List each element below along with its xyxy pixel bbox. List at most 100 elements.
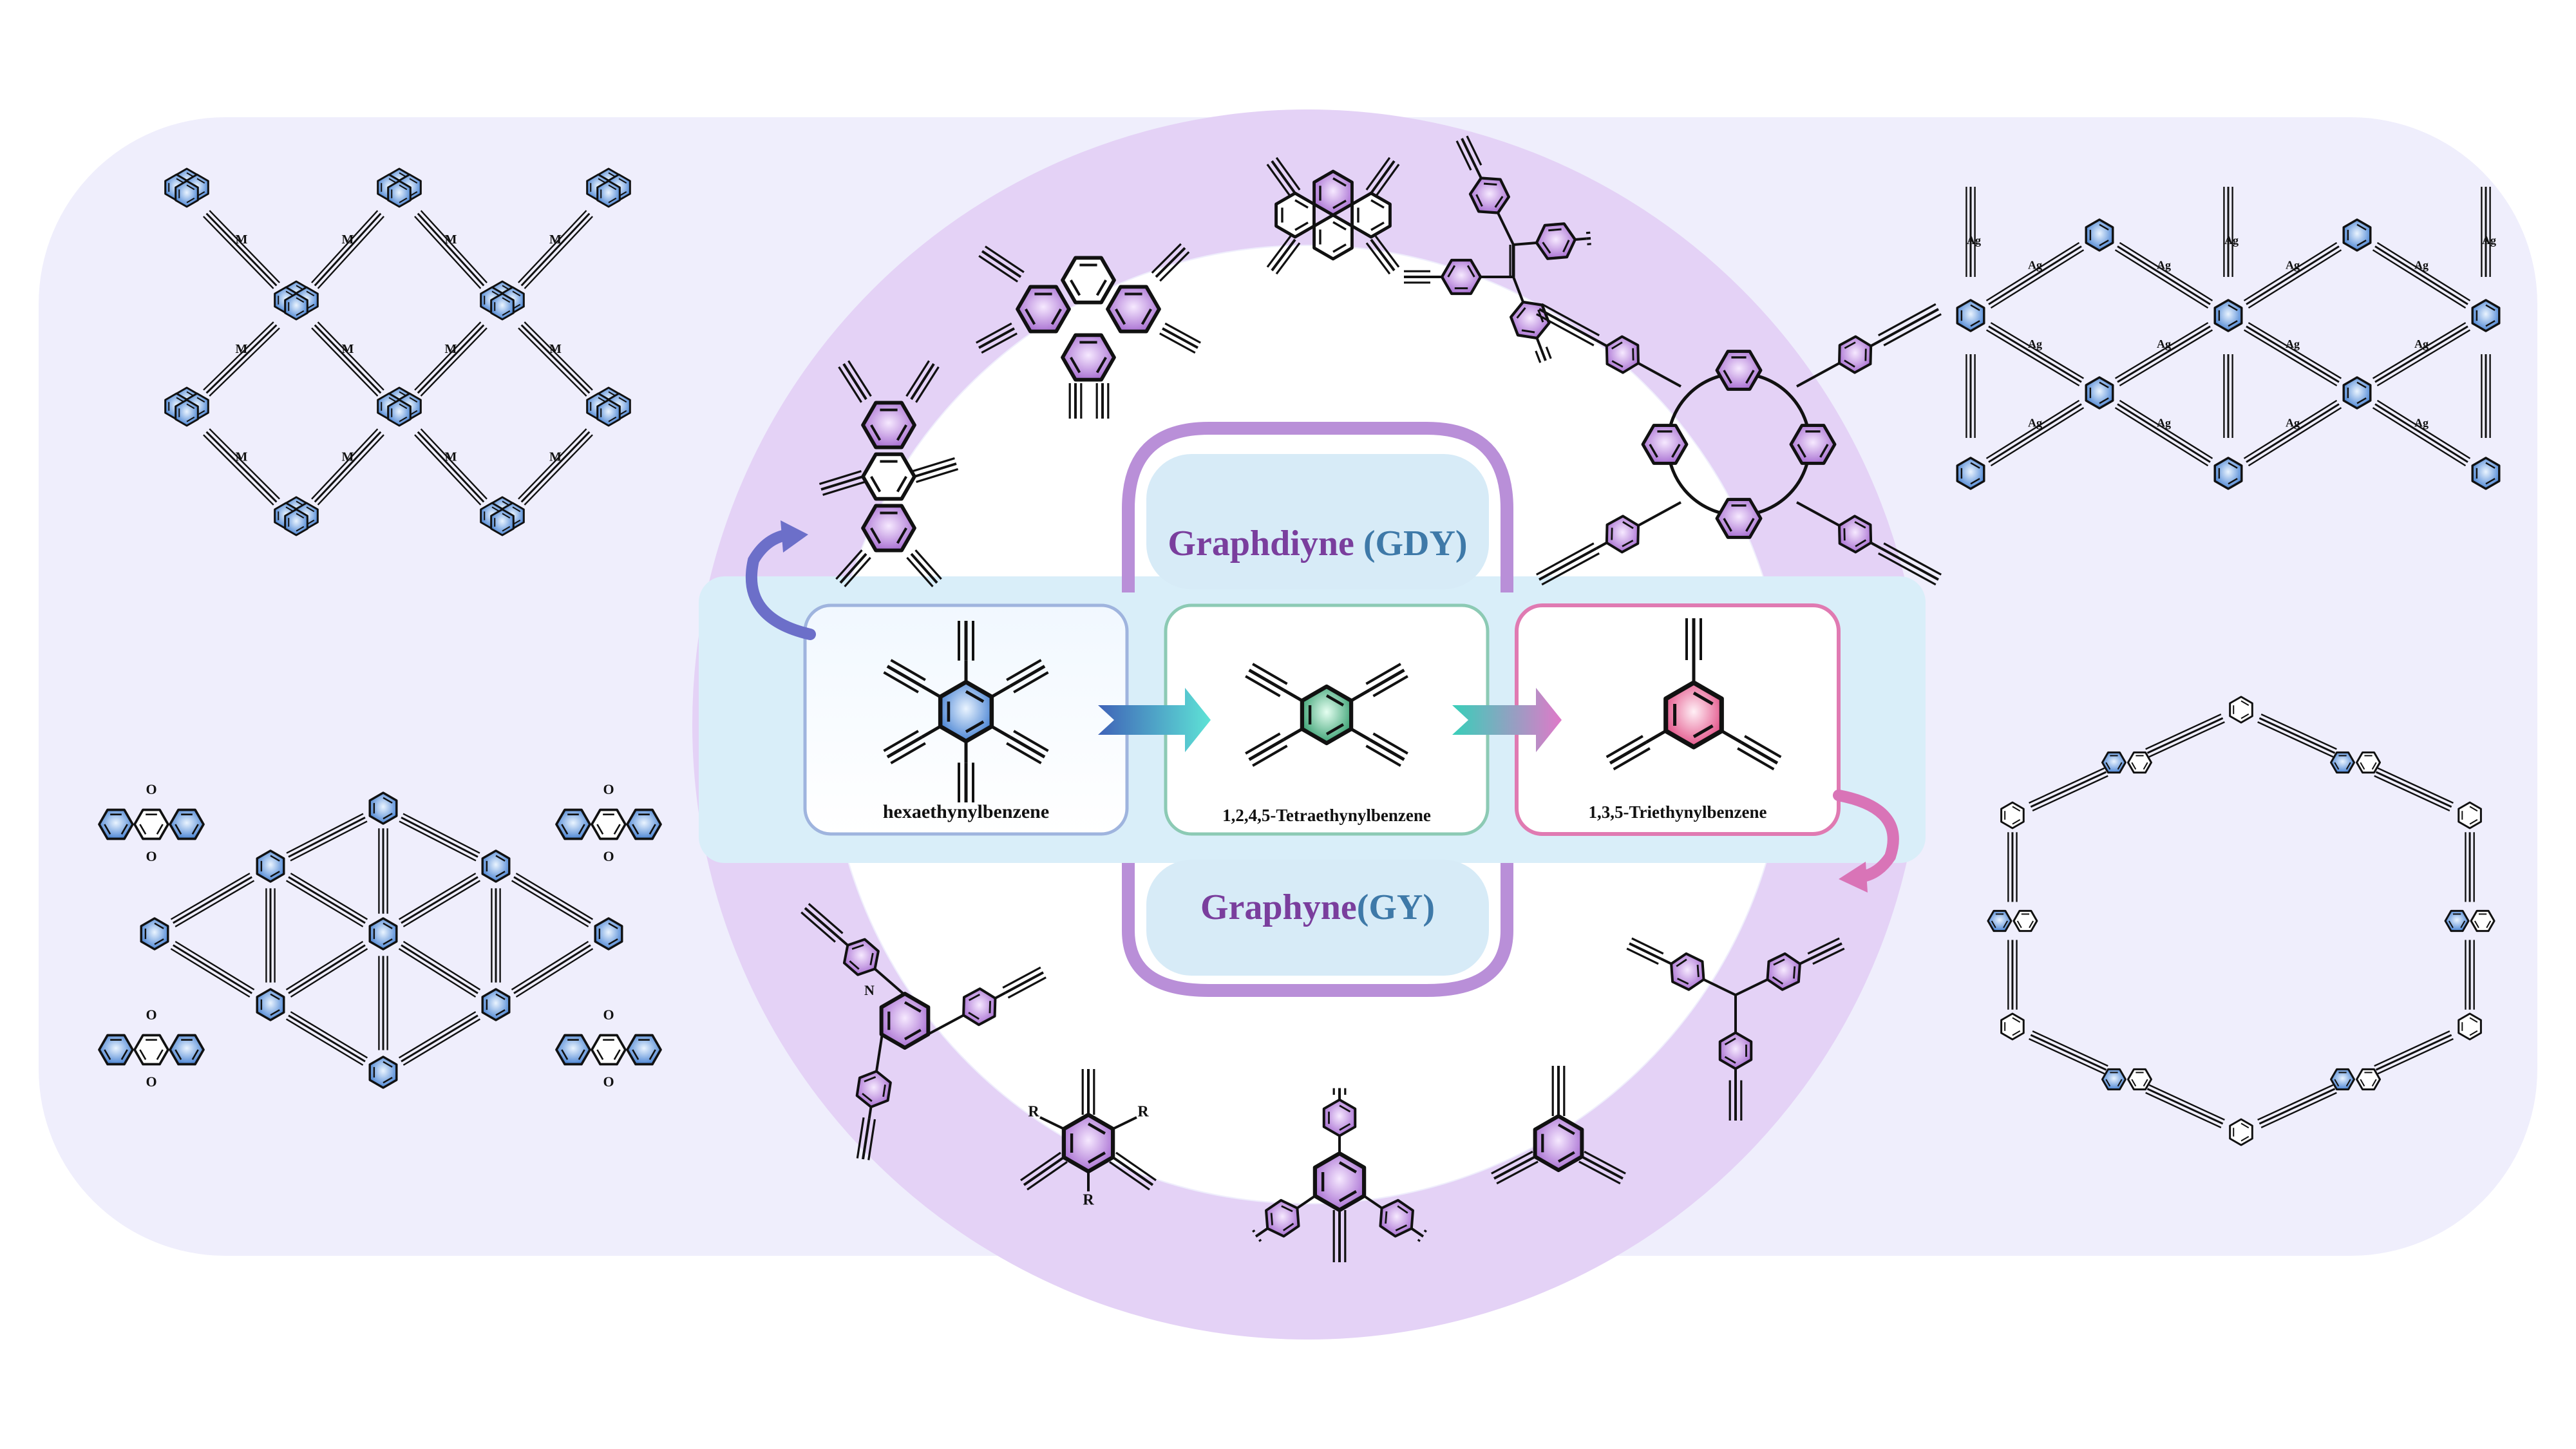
alkyne-bond bbox=[867, 1119, 876, 1160]
alkyne-bond bbox=[914, 462, 957, 478]
alkyne-bond bbox=[910, 363, 935, 401]
alkyne-bond bbox=[2376, 329, 2471, 386]
tpa-phenyl bbox=[1670, 952, 1705, 991]
anthraquinone-ring bbox=[169, 808, 205, 840]
alkyne-bond bbox=[2119, 399, 2213, 459]
alkyne-bond bbox=[1605, 735, 1643, 759]
anthraquinone-ring bbox=[133, 808, 169, 840]
double-bond bbox=[2105, 1079, 2111, 1087]
tpa-phenyl bbox=[1766, 952, 1801, 991]
ethynyl-group bbox=[1880, 308, 1939, 342]
double-bond bbox=[120, 824, 128, 835]
double-bond bbox=[270, 993, 280, 1000]
alkyne-bond bbox=[402, 1018, 481, 1066]
double-bond bbox=[502, 526, 511, 532]
anthraquinone-ring bbox=[2126, 751, 2152, 774]
double-bond bbox=[1622, 521, 1634, 529]
alkyne-bond bbox=[1007, 976, 1046, 999]
alkyne-bond bbox=[1372, 732, 1408, 755]
tpb-phenyl bbox=[1379, 1198, 1414, 1238]
silver-label: Ag bbox=[2028, 417, 2042, 430]
single-bond bbox=[990, 685, 1011, 699]
double-bond bbox=[2131, 1079, 2137, 1087]
ethynyl-group bbox=[1248, 738, 1285, 761]
anthraquinone-ring bbox=[2470, 909, 2496, 933]
alkyne-bond bbox=[2246, 325, 2340, 383]
double-bond bbox=[196, 397, 205, 403]
double-bond bbox=[270, 871, 280, 878]
double-bond bbox=[2105, 762, 2111, 770]
alkyne-bond bbox=[978, 254, 1019, 283]
silver-node-ring bbox=[2342, 218, 2372, 252]
single-bond bbox=[1703, 978, 1736, 996]
alkyne-bond bbox=[203, 216, 274, 289]
silver-label: Ag bbox=[2157, 259, 2171, 272]
network-node-ring bbox=[368, 1056, 398, 1089]
double-bond bbox=[1542, 242, 1551, 254]
ethynyl-group bbox=[804, 907, 840, 939]
ethynyl-group bbox=[1880, 547, 1939, 581]
alkyne-bond bbox=[1541, 303, 1600, 337]
double-bond bbox=[608, 416, 617, 422]
alkyne-bond bbox=[2259, 1088, 2336, 1125]
alkyne-bond bbox=[842, 363, 867, 401]
double-bond bbox=[2131, 762, 2137, 770]
metal-label: M bbox=[342, 342, 354, 356]
alkyne-bond bbox=[420, 428, 488, 500]
alkyne-bond bbox=[819, 470, 862, 486]
alkyne-bond bbox=[2119, 329, 2213, 386]
alkyne-bond bbox=[1365, 242, 1391, 275]
alkyne-bond bbox=[1423, 1229, 1427, 1233]
double-bond bbox=[191, 824, 199, 835]
alkyne-bond bbox=[2114, 407, 2209, 467]
double-bond bbox=[2345, 1079, 2351, 1087]
alkyne-bond bbox=[170, 948, 251, 998]
alkyne-bond bbox=[984, 245, 1025, 274]
alkyne-bond bbox=[848, 360, 872, 397]
alkyne-bond bbox=[420, 327, 488, 397]
double-bond bbox=[896, 424, 907, 441]
network-node-ring bbox=[256, 849, 285, 883]
alkyne-bond bbox=[1541, 552, 1600, 586]
double-bond bbox=[965, 720, 985, 734]
alkyne-bond bbox=[2029, 767, 2105, 804]
double-bond bbox=[613, 1049, 621, 1060]
alkyne-bond bbox=[2146, 1088, 2224, 1125]
double-bond bbox=[965, 690, 985, 703]
pyrene-ring bbox=[284, 508, 308, 536]
double-bond bbox=[1745, 370, 1755, 384]
double-bond bbox=[2029, 920, 2034, 929]
double-bond bbox=[2334, 762, 2340, 770]
silver-label: Ag bbox=[1967, 234, 1981, 247]
single-bond bbox=[921, 724, 942, 739]
macrocycle-node-ring bbox=[2458, 1012, 2482, 1041]
ethynyl-group bbox=[1629, 942, 1662, 960]
double-bond bbox=[120, 1049, 128, 1060]
single-bond bbox=[1513, 242, 1537, 246]
alkyne-bond bbox=[1578, 1160, 1621, 1185]
alkyne-bond bbox=[205, 431, 278, 503]
caption-hexaethynylbenzene: hexaethynylbenzene bbox=[883, 801, 1049, 822]
single-bond bbox=[1282, 688, 1303, 703]
alkyne-bond bbox=[981, 332, 1018, 354]
single-bond bbox=[1350, 688, 1371, 703]
pyrene-ring bbox=[175, 180, 199, 208]
pyrene-ring bbox=[1274, 191, 1316, 239]
alkyne-bond bbox=[317, 216, 384, 289]
tpe-phenyl bbox=[1468, 176, 1510, 214]
double-bond bbox=[2228, 320, 2238, 327]
metal-label: M bbox=[236, 450, 248, 464]
alkyne-bond bbox=[524, 216, 593, 289]
tri-core-ring bbox=[1663, 680, 1724, 750]
double-bond bbox=[296, 297, 305, 303]
anthraquinone-ring bbox=[2444, 909, 2470, 933]
alkyne-bond bbox=[905, 360, 930, 397]
alkyne-bond bbox=[2246, 403, 2340, 463]
alkyne-bond bbox=[417, 324, 485, 394]
double-bond bbox=[399, 184, 408, 191]
metal-label: M bbox=[549, 450, 562, 464]
alkyne-bond bbox=[402, 940, 481, 990]
anthraquinone-ring bbox=[555, 1034, 591, 1066]
metal-label: M bbox=[445, 342, 457, 356]
anthracene-ring bbox=[861, 504, 916, 553]
